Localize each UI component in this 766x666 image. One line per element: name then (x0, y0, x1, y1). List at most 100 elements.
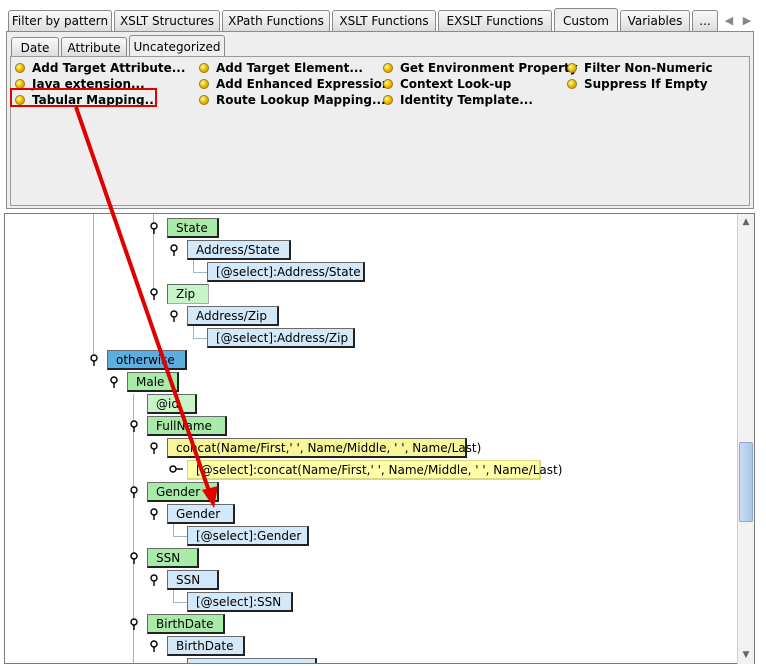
bullet-icon (383, 78, 393, 89)
pin-icon[interactable] (129, 618, 139, 630)
bullet-icon (567, 62, 577, 73)
tab-more[interactable]: ... (692, 10, 718, 31)
tree-node-select-concat[interactable]: [@select]:concat(Name/First,' ', Name/Mi… (187, 460, 562, 480)
tree-node-state[interactable]: State (167, 218, 219, 238)
tree-node-fullname[interactable]: FullName (147, 416, 227, 436)
scrollbar-thumb[interactable] (739, 442, 753, 522)
function-label: Route Lookup Mapping... (216, 92, 386, 107)
tab-custom[interactable]: Custom (554, 8, 618, 32)
bullet-icon (15, 62, 25, 73)
pin-icon[interactable] (149, 574, 159, 586)
function-get-environment-property[interactable]: Get Environment Property (383, 60, 578, 75)
expand-connector-icon[interactable] (169, 464, 183, 474)
pin-icon[interactable] (129, 552, 139, 564)
function-context-lookup[interactable]: Context Look-up (383, 76, 511, 91)
pin-icon[interactable] (169, 244, 179, 256)
tree-node-otherwise[interactable]: otherwise (107, 350, 187, 370)
tab-scroll-right-icon[interactable]: ▶ (742, 13, 752, 27)
tree-node-concat[interactable]: concat(Name/First,' ', Name/Middle, ' ',… (167, 438, 481, 458)
tree-connector (133, 394, 134, 663)
pin-icon[interactable] (129, 486, 139, 498)
function-label: Add Enhanced Expression (216, 76, 391, 91)
top-tab-bar: Filter by pattern XSLT Structures XPath … (0, 0, 766, 34)
pin-icon[interactable] (149, 222, 159, 234)
function-add-target-attribute[interactable]: Add Target Attribute... (15, 60, 185, 75)
tree-node-address-state[interactable]: Address/State (187, 240, 291, 260)
tab-filter-by-pattern[interactable]: Filter by pattern (8, 10, 112, 31)
tab-scroll-left-icon[interactable]: ◀ (724, 13, 734, 27)
tree-connector (173, 588, 174, 602)
tree-node-birthdate-select-partial[interactable] (187, 658, 317, 663)
bullet-icon (383, 62, 393, 73)
tree-node-address-zip[interactable]: Address/Zip (187, 306, 279, 326)
function-tabular-mapping[interactable]: Tabular Mapping... (15, 92, 158, 107)
highlight-box-tabular-mapping (10, 88, 157, 107)
function-label: Context Look-up (400, 76, 512, 91)
function-label: Get Environment Property (400, 60, 578, 75)
bullet-icon (199, 94, 209, 105)
tree-node-select-address-zip[interactable]: [@select]:Address/Zip (207, 328, 355, 348)
function-label: Tabular Mapping... (32, 92, 159, 107)
tree-connector (173, 522, 174, 536)
pin-icon[interactable] (129, 420, 139, 432)
function-label: Filter Non-Numeric (584, 60, 713, 75)
tree-connector (193, 258, 194, 272)
tree-node-id[interactable]: @id (147, 394, 197, 414)
pin-icon[interactable] (89, 354, 99, 366)
bullet-icon (383, 94, 393, 105)
scroll-down-icon[interactable]: ▼ (742, 650, 750, 660)
bullet-icon (199, 78, 209, 89)
tree-node-male[interactable]: Male (127, 372, 179, 392)
function-filter-non-numeric[interactable]: Filter Non-Numeric (567, 60, 713, 75)
subtab-attribute[interactable]: Attribute (61, 37, 127, 57)
tree-connector (193, 338, 207, 339)
bullet-icon (15, 78, 25, 89)
pin-icon[interactable] (109, 376, 119, 388)
tree-node-select-ssn[interactable]: [@select]:SSN (187, 592, 293, 612)
custom-functions-panel: Date Attribute Uncategorized Add Target … (6, 31, 754, 209)
tab-xslt-functions[interactable]: XSLT Functions (332, 10, 436, 31)
function-add-target-element[interactable]: Add Target Element... (199, 60, 363, 75)
mapping-tree: State Address/State [@select]:Address/St… (4, 213, 755, 664)
tree-connector (173, 602, 187, 603)
tree-node-gender[interactable]: Gender (147, 482, 219, 502)
tree-vertical-scrollbar[interactable]: ▲ ▼ (737, 214, 754, 664)
tab-variables[interactable]: Variables (620, 10, 690, 31)
tree-node-ssn-source[interactable]: SSN (167, 570, 219, 590)
function-identity-template[interactable]: Identity Template... (383, 92, 533, 107)
bullet-icon (567, 78, 577, 89)
tree-connector (173, 536, 187, 537)
tree-node-zip[interactable]: Zip (167, 284, 209, 304)
pin-icon[interactable] (149, 288, 159, 300)
function-list: Add Target Attribute... Java extension..… (10, 56, 750, 206)
tree-node-birthdate-source[interactable]: BirthDate (167, 636, 245, 656)
scroll-up-icon[interactable]: ▲ (742, 217, 750, 227)
tree-node-select-gender[interactable]: [@select]:Gender (187, 526, 309, 546)
bullet-icon (199, 62, 209, 73)
function-label: Add Target Attribute... (32, 60, 186, 75)
function-label: Java extension... (32, 76, 145, 91)
bullet-icon (15, 94, 25, 105)
pin-icon[interactable] (149, 508, 159, 520)
tree-connector (93, 214, 94, 354)
pin-icon[interactable] (169, 310, 179, 322)
tree-connector (193, 272, 207, 273)
function-label: Suppress If Empty (584, 76, 708, 91)
tree-node-select-address-state[interactable]: [@select]:Address/State (207, 262, 365, 282)
subtab-date[interactable]: Date (11, 37, 59, 57)
function-suppress-if-empty[interactable]: Suppress If Empty (567, 76, 708, 91)
tree-node-gender-source[interactable]: Gender (167, 504, 235, 524)
pin-icon[interactable] (149, 640, 159, 652)
tree-node-birthdate[interactable]: BirthDate (147, 614, 225, 634)
function-route-lookup-mapping[interactable]: Route Lookup Mapping... (199, 92, 386, 107)
tab-exslt-functions[interactable]: EXSLT Functions (438, 10, 552, 31)
pin-icon[interactable] (149, 442, 159, 454)
tree-connector (193, 324, 194, 338)
function-label: Add Target Element... (216, 60, 363, 75)
function-label: Identity Template... (400, 92, 533, 107)
function-add-enhanced-expression[interactable]: Add Enhanced Expression (199, 76, 390, 91)
tab-xslt-structures[interactable]: XSLT Structures (114, 10, 220, 31)
subtab-uncategorized[interactable]: Uncategorized (129, 35, 225, 58)
tree-node-ssn[interactable]: SSN (147, 548, 199, 568)
tab-xpath-functions[interactable]: XPath Functions (222, 10, 330, 31)
